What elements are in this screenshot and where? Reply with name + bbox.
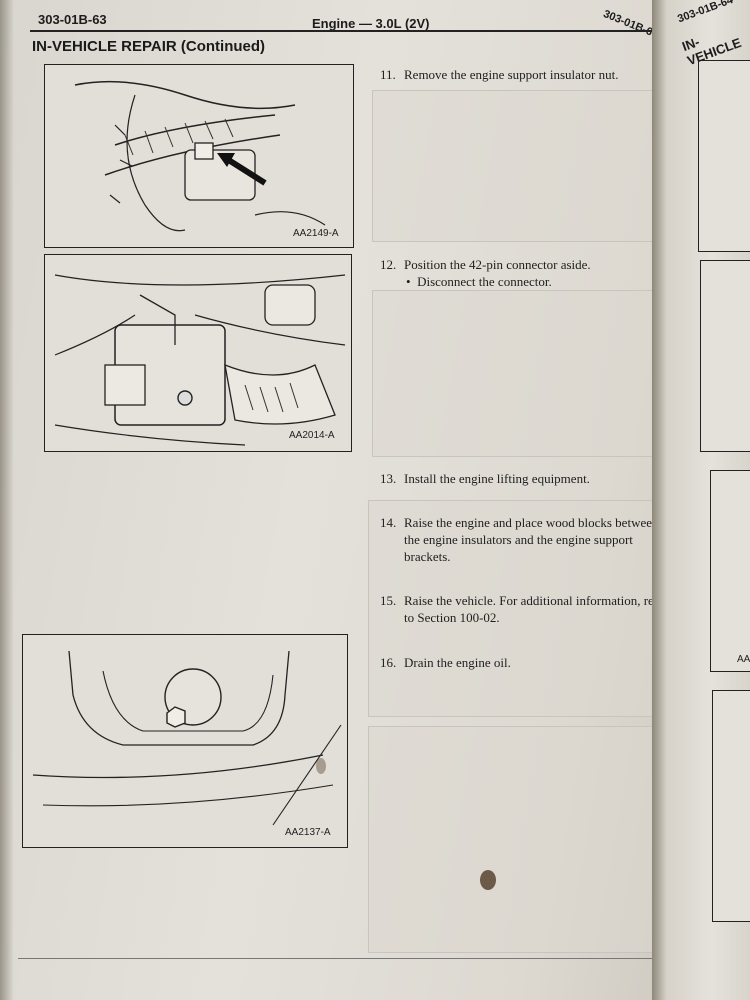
figure-oil-drain-plug: AA2137-A	[22, 634, 348, 848]
bleed-through-figure	[372, 290, 658, 457]
step-text: Drain the engine oil.	[404, 655, 511, 670]
bullet-marker: •	[406, 274, 418, 289]
step-text: Raise the engine and place wood blocks b…	[404, 515, 659, 564]
figure-engine-support-insulator: AA2149-A	[44, 64, 354, 248]
header-rule	[30, 30, 660, 32]
figure-label: AA2137-A	[285, 827, 331, 838]
step-15: 15. Raise the vehicle. For additional inf…	[380, 592, 674, 626]
right-page-figure-label: AA	[737, 654, 750, 665]
step-number: 12.	[380, 257, 397, 272]
step-number: 16.	[380, 655, 397, 670]
figure-label: AA2014-A	[289, 430, 335, 441]
step-number: 11.	[380, 67, 396, 82]
step-text: Position the 42-pin connector aside.	[404, 257, 591, 272]
stain-mark	[316, 758, 326, 774]
step-text: Install the engine lifting equipment.	[404, 471, 590, 486]
manual-page-right	[652, 0, 750, 1000]
bleed-through-figure	[372, 90, 658, 242]
step-number: 14.	[380, 515, 397, 530]
page-title: Engine — 3.0L (2V)	[312, 16, 430, 31]
section-code-left: 303-01B-63	[38, 12, 107, 27]
figure-label: AA2149-A	[293, 228, 339, 239]
figure-42-pin-connector: AA2014-A	[44, 254, 352, 452]
step-number: 15.	[380, 593, 397, 608]
figure-2-drawing	[54, 274, 346, 446]
bullet-text: Disconnect the connector.	[417, 274, 552, 289]
figure-1-drawing	[74, 80, 326, 232]
step-text: Raise the vehicle. For additional inform…	[404, 593, 669, 625]
manual-page-left: 303-01B-63 Engine — 3.0L (2V) 303-01B-6 …	[0, 0, 690, 1000]
step-16: 16. Drain the engine oil.	[380, 654, 674, 671]
page-edge-shadow	[0, 0, 14, 1000]
step-13: 13. Install the engine lifting equipment.	[380, 470, 674, 487]
step-text: Remove the engine support insulator nut.	[404, 67, 619, 82]
right-page-figure	[712, 690, 750, 922]
step-11: 11. Remove the engine support insulator n…	[380, 66, 674, 83]
section-code-right: 303-01B-6	[601, 8, 655, 39]
step-12-bullet: • Disconnect the connector.	[406, 274, 552, 290]
step-14: 14. Raise the engine and place wood block…	[380, 514, 674, 565]
right-page-figure	[700, 260, 750, 452]
step-number: 13.	[380, 471, 397, 486]
section-subtitle: IN-VEHICLE REPAIR (Continued)	[32, 38, 266, 55]
figure-3-drawing	[32, 650, 342, 826]
stain-mark	[480, 870, 496, 890]
bleed-through-figure	[368, 726, 660, 953]
footer-rule	[18, 958, 658, 959]
bleed-through-figure	[368, 500, 660, 717]
step-12: 12. Position the 42-pin connector aside.	[380, 256, 674, 273]
right-page-figure	[710, 470, 750, 672]
right-page-figure	[698, 60, 750, 252]
